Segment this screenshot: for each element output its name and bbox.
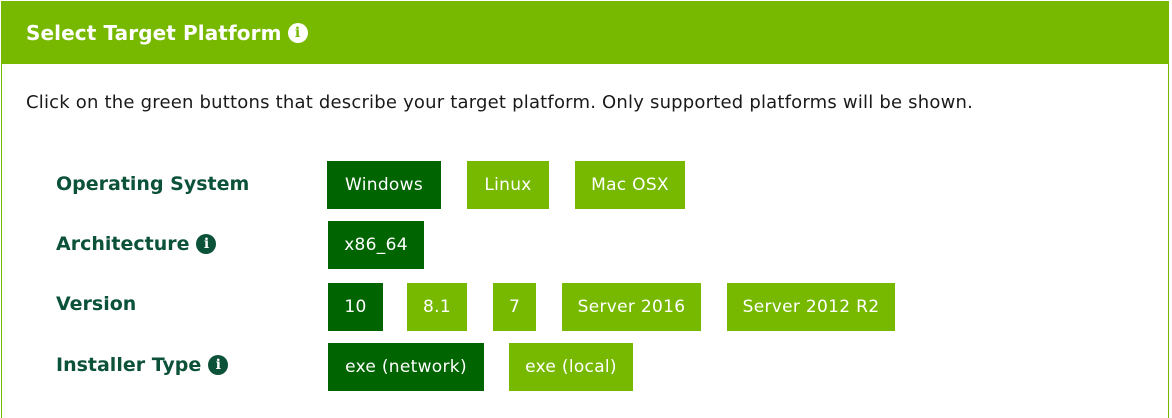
arch-x86-64-label: x86_64 (344, 235, 408, 255)
architecture-label-text: Architecture (56, 233, 190, 255)
panel-title: Select Target Platform (26, 21, 282, 45)
os-macosx-button[interactable]: Mac OSX (575, 161, 685, 209)
os-windows-label: Windows (345, 175, 423, 195)
instructions-text: Click on the green buttons that describe… (26, 92, 974, 113)
architecture-label: Architecture i (56, 233, 217, 255)
architecture-info-icon[interactable]: i (196, 234, 217, 254)
installer-exe-network-label: exe (network) (345, 357, 467, 377)
installer-exe-local-button[interactable]: exe (local) (509, 343, 633, 391)
os-windows-button[interactable]: Windows (327, 161, 441, 209)
info-icon[interactable]: i (287, 23, 308, 43)
os-linux-button[interactable]: Linux (467, 161, 549, 209)
version-server-2016-label: Server 2016 (577, 297, 686, 317)
version-7-button[interactable]: 7 (493, 283, 536, 331)
os-macosx-label: Mac OSX (591, 175, 669, 195)
version-server-2012-r2-label: Server 2012 R2 (742, 297, 880, 317)
version-label-text: Version (56, 293, 137, 315)
installer-type-label: Installer Type i (56, 354, 229, 376)
arch-x86-64-button[interactable]: x86_64 (328, 221, 424, 269)
operating-system-label-text: Operating System (56, 173, 250, 195)
version-10-label: 10 (344, 297, 367, 317)
installer-exe-network-button[interactable]: exe (network) (328, 343, 484, 391)
os-linux-label: Linux (484, 175, 532, 195)
version-8-1-button[interactable]: 8.1 (407, 283, 467, 331)
panel-header: Select Target Platform i (2, 2, 1168, 64)
version-10-button[interactable]: 10 (328, 283, 383, 331)
version-8-1-label: 8.1 (423, 297, 451, 317)
version-server-2016-button[interactable]: Server 2016 (562, 283, 701, 331)
installer-exe-local-label: exe (local) (525, 357, 617, 377)
version-7-label: 7 (508, 297, 521, 317)
version-label: Version (56, 293, 136, 315)
installer-type-info-icon[interactable]: i (208, 355, 229, 375)
operating-system-label: Operating System (56, 173, 249, 195)
installer-type-label-text: Installer Type (56, 354, 202, 376)
version-server-2012-r2-button[interactable]: Server 2012 R2 (727, 283, 895, 331)
